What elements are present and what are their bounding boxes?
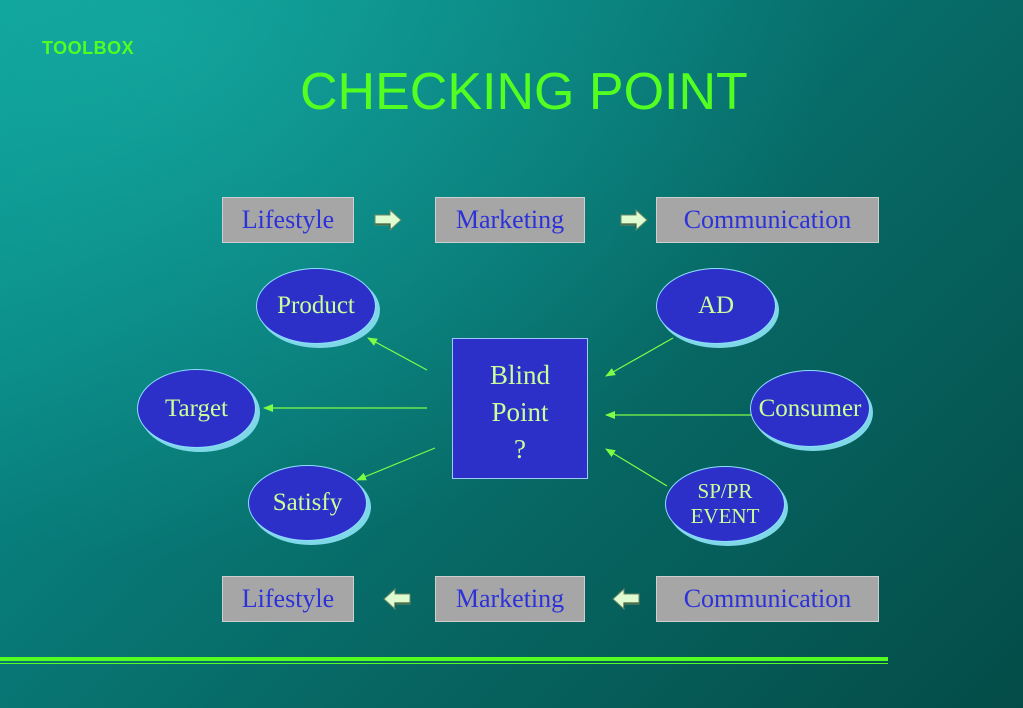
- left-arrow-icon: [612, 588, 640, 610]
- arrow-from-sppr: [605, 448, 668, 487]
- ad-node: AD: [656, 268, 776, 344]
- top-flow-lifestyle: Lifestyle: [222, 197, 354, 243]
- satisfy-node-label: Satisfy: [272, 489, 343, 516]
- blind-point-line1: Blind: [489, 360, 550, 390]
- satisfy-node: Satisfy: [248, 465, 367, 541]
- top-flow-marketing: Marketing: [435, 197, 585, 243]
- ad-node-label: AD: [697, 292, 735, 319]
- arrow-from-ad: [605, 337, 674, 377]
- bottom-flow-lifestyle: Lifestyle: [222, 576, 354, 622]
- target-node: Target: [137, 369, 256, 448]
- consumer-node: Consumer: [750, 370, 870, 447]
- blind-point-line2: Point: [491, 397, 549, 427]
- top-flow-row: Lifestyle Marketing Communication: [0, 197, 1023, 243]
- brand-label: TOOLBOX: [42, 38, 135, 58]
- left-arrow-icon: [383, 588, 411, 610]
- target-node-label: Target: [164, 394, 229, 422]
- sppr-event-node: SP/PR EVENT: [665, 466, 785, 542]
- right-arrow-icon: [620, 209, 648, 231]
- arrow-to-product: [367, 337, 428, 371]
- bottom-flow-marketing: Marketing: [435, 576, 585, 622]
- right-arrow-icon: [374, 209, 402, 231]
- product-node-label: Product: [277, 292, 355, 319]
- blind-point-box: Blind Point ?: [452, 338, 588, 479]
- bottom-flow-row: Lifestyle Marketing Communication: [0, 576, 1023, 622]
- sppr-event-line2: EVENT: [690, 504, 760, 528]
- footer-rule-thick: [0, 657, 888, 661]
- slide-title: CHECKING POINT: [300, 63, 748, 121]
- blind-point-line3: ?: [514, 434, 526, 464]
- sppr-event-line1: SP/PR: [697, 479, 753, 503]
- arrow-to-satisfy: [356, 447, 436, 481]
- top-flow-communication: Communication: [656, 197, 879, 243]
- bottom-flow-communication: Communication: [656, 576, 879, 622]
- product-node: Product: [256, 268, 376, 344]
- consumer-node-label: Consumer: [758, 394, 862, 422]
- footer-rule-thin: [0, 663, 888, 664]
